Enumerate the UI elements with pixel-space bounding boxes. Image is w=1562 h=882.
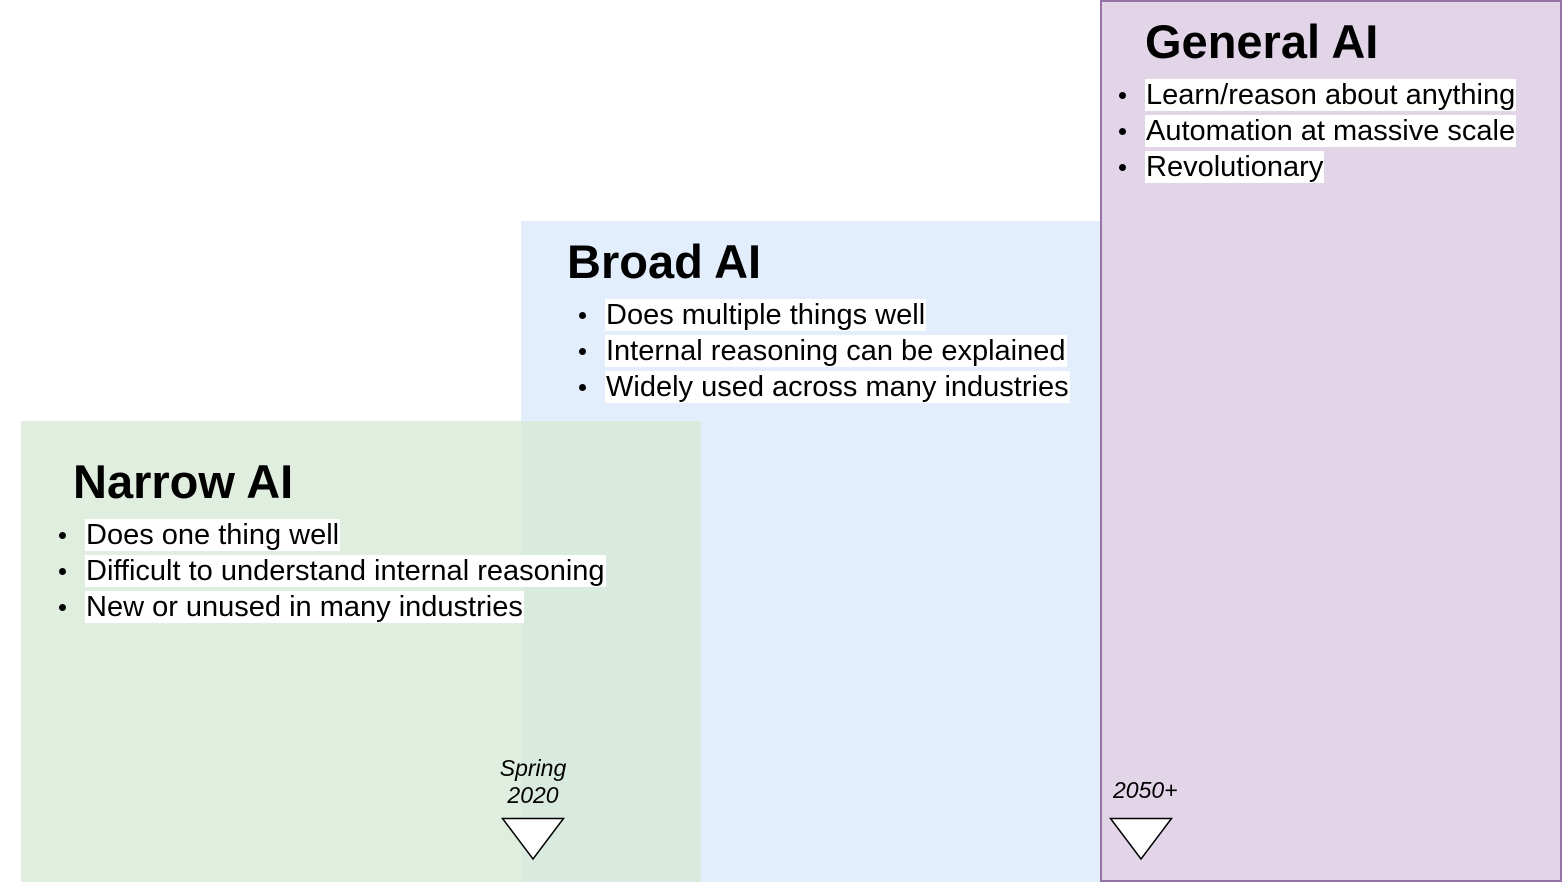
list-item-text: Does one thing well bbox=[85, 519, 341, 551]
list-item: Does multiple things well bbox=[579, 298, 1070, 334]
list-item: Revolutionary bbox=[1119, 150, 1516, 186]
list-item-text: Learn/reason about anything bbox=[1145, 79, 1517, 111]
list-item-text: Widely used across many industries bbox=[605, 371, 1070, 403]
bullet-dot bbox=[1119, 164, 1126, 171]
bullet-dot bbox=[579, 312, 586, 319]
list-item: Difficult to understand internal reasoni… bbox=[59, 554, 606, 590]
bullet-dot bbox=[59, 568, 66, 575]
list-item: Automation at massive scale bbox=[1119, 114, 1517, 150]
bullet-dot bbox=[59, 604, 66, 611]
list-item-text: Automation at massive scale bbox=[1145, 115, 1517, 147]
broad-ai-bullet-list: Does multiple things well Internal reaso… bbox=[579, 298, 1070, 406]
list-item: New or unused in many industries bbox=[59, 590, 606, 626]
marker-label-line-2: 2020 bbox=[507, 782, 559, 808]
narrow-ai-title: Narrow AI bbox=[73, 455, 294, 508]
general-ai-title: General AI bbox=[1145, 15, 1379, 68]
down-triangle-icon bbox=[1109, 817, 1173, 861]
bullet-dot bbox=[1119, 128, 1126, 135]
list-item: Internal reasoning can be explained bbox=[579, 334, 1070, 370]
spring-2020-marker-label: Spring 2020 bbox=[483, 755, 583, 809]
list-item-text: Revolutionary bbox=[1145, 151, 1325, 183]
list-item-text: Does multiple things well bbox=[605, 299, 927, 331]
list-item: Learn/reason about anything bbox=[1119, 78, 1517, 114]
year-2050-marker-label: 2050+ bbox=[1113, 777, 1178, 803]
broad-ai-title: Broad AI bbox=[567, 235, 762, 288]
marker-label-line-1: Spring bbox=[499, 755, 567, 781]
list-item-text: Internal reasoning can be explained bbox=[605, 335, 1067, 367]
bullet-dot bbox=[59, 532, 66, 539]
list-item-text: New or unused in many industries bbox=[85, 591, 524, 623]
narrow-ai-bullet-list: Does one thing well Difficult to underst… bbox=[59, 518, 606, 626]
narrow-ai-panel bbox=[21, 421, 701, 882]
general-ai-panel bbox=[1100, 0, 1562, 882]
bullet-dot bbox=[579, 348, 586, 355]
bullet-dot bbox=[579, 384, 586, 391]
list-item: Does one thing well bbox=[59, 518, 606, 554]
list-item: Widely used across many industries bbox=[579, 370, 1070, 406]
bullet-dot bbox=[1119, 92, 1126, 99]
list-item-text: Difficult to understand internal reasoni… bbox=[85, 555, 606, 587]
down-triangle-icon bbox=[501, 817, 565, 861]
general-ai-bullet-list: Learn/reason about anything Automation a… bbox=[1119, 78, 1517, 186]
